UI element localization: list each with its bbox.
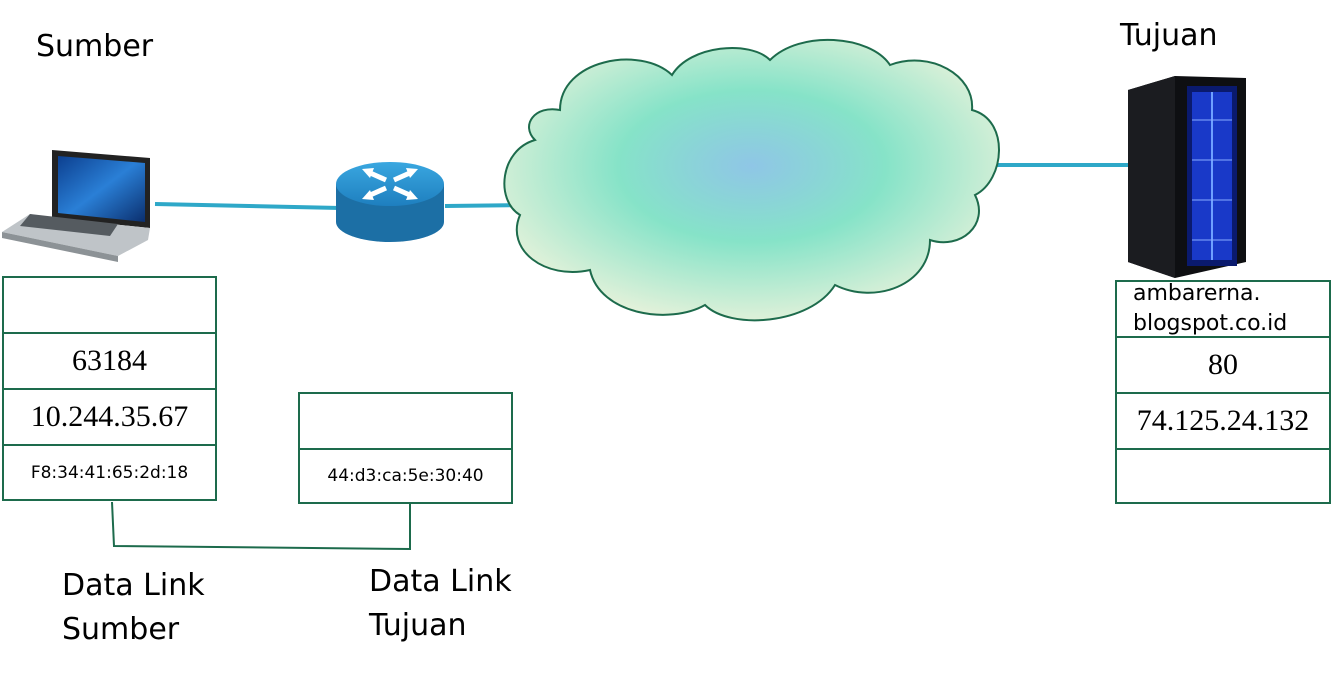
dest-mac-empty-row: [1117, 450, 1329, 502]
link-laptop-router: [154, 202, 341, 210]
dest-ip-cell: 74.125.24.132: [1117, 394, 1329, 450]
source-mac-cell: F8:34:41:65:2d:18: [30, 462, 189, 483]
data-link-dest-line1: Data Link: [369, 564, 512, 599]
cloud-icon: [503, 38, 1000, 322]
data-link-source-label: Data Link Sumber: [62, 564, 205, 651]
dest-mac-table: 44:d3:ca:5e:30:40: [298, 392, 513, 504]
source-ip-cell: 10.244.35.67: [4, 390, 215, 446]
source-app-cell: [4, 278, 215, 334]
dest-mac-empty-cell: [300, 394, 511, 450]
destination-label: Tujuan: [1120, 18, 1218, 53]
data-link-source-line2: Sumber: [62, 611, 180, 647]
data-link-bracket: [111, 500, 411, 551]
source-table: 63184 10.244.35.67 F8:34:41:65:2d:18: [2, 276, 217, 501]
server-rack-icon: [1128, 76, 1246, 278]
dest-port-cell: 80: [1117, 338, 1329, 394]
dest-mac-cell: 44:d3:ca:5e:30:40: [327, 466, 484, 486]
source-port-cell: 63184: [4, 334, 215, 390]
source-label: Sumber: [36, 29, 154, 64]
laptop-icon: [2, 150, 150, 262]
data-link-source-line1: Data Link: [62, 568, 205, 603]
router-icon: [336, 162, 444, 242]
dest-table: ambarerna. blogspot.co.id 80 74.125.24.1…: [1115, 280, 1331, 504]
data-link-dest-line2: Tujuan: [369, 607, 467, 643]
data-link-dest-label: Data Link Tujuan: [369, 560, 512, 647]
dest-host-cell: ambarerna. blogspot.co.id: [1117, 281, 1329, 338]
